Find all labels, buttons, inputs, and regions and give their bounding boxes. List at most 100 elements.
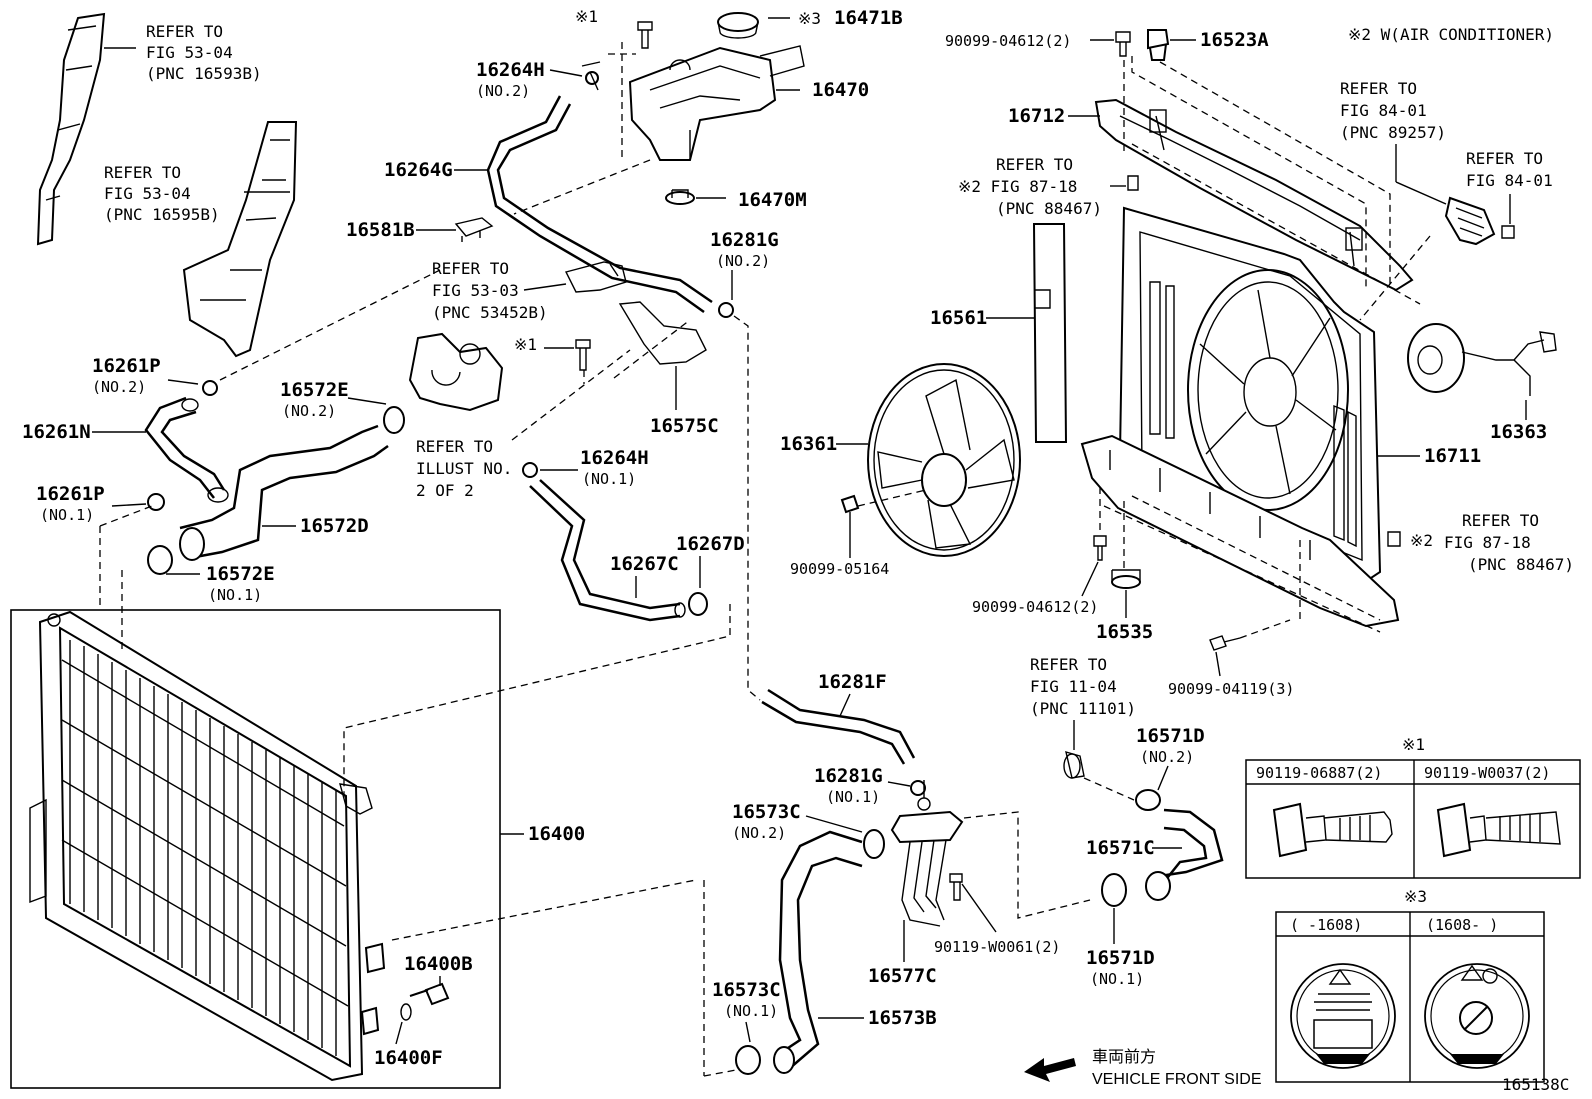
bolt-90119-W0037-drawing (1436, 802, 1561, 858)
bolt-table-col1: 90119-06887(2) (1256, 764, 1382, 782)
part-16572E-bot: 16572E (206, 563, 275, 585)
part-16264G: 16264G (384, 159, 453, 181)
part-16561: 16561 (930, 307, 987, 329)
reservoir-cap-16471B (717, 12, 759, 39)
bolt-90119-W0061 (949, 873, 963, 901)
clamp-16573C-no1 (735, 1045, 761, 1075)
part-16571D-bot: 16571D (1086, 947, 1155, 969)
ref-fig-53-04-a-line2: FIG 53-04 (146, 43, 233, 62)
part-16572D: 16572D (300, 515, 369, 537)
part-16571D-bot-no: (NO.1) (1090, 970, 1144, 988)
bracket-53452B (564, 261, 627, 293)
bolt-90099-04612-bot (1093, 535, 1107, 561)
clamp-16264H-no1 (522, 462, 538, 478)
ref-fig-84-01-a-line2: FIG 84-01 (1340, 101, 1427, 120)
ref-fig-11-04-pnc: (PNC 11101) (1030, 699, 1136, 718)
cap-table-title: ※3 (1404, 887, 1427, 906)
part-16264H-mid: 16264H (580, 447, 649, 469)
part-16470: 16470 (812, 79, 869, 101)
air-guide-plate-lower (182, 121, 298, 358)
ref-fig-87-18-b-line1: REFER TO (1462, 511, 1539, 530)
part-16711: 16711 (1424, 445, 1481, 467)
bolt-table-title: ※1 (1402, 735, 1425, 754)
bolt-table (1245, 759, 1581, 879)
part-90099-05164: 90099-05164 (790, 560, 889, 578)
clamp-16572E-no1 (147, 545, 173, 575)
part-16363: 16363 (1490, 421, 1547, 443)
support-bracket-16712 (1094, 98, 1414, 292)
seal-16561 (1032, 223, 1068, 443)
part-16471B: 16471B (834, 7, 903, 29)
ref-fig-84-01-a-pnc: (PNC 89257) (1340, 123, 1446, 142)
clip-88467-right (1387, 531, 1401, 547)
part-16281G-bot-no: (NO.1) (826, 788, 880, 806)
clip-16581B (454, 217, 494, 242)
water-pipe-16577C (890, 780, 964, 927)
part-16261P-top-no: (NO.2) (92, 378, 146, 396)
part-16571C: 16571C (1086, 837, 1155, 859)
part-16281G-top-no: (NO.2) (716, 252, 770, 270)
ref-fig-53-03-line2: FIG 53-03 (432, 281, 519, 300)
ref-fig-87-18-b-line2: FIG 87-18 (1444, 533, 1531, 552)
fan-motor-16363 (1407, 323, 1557, 396)
nut-90099-05164 (840, 494, 860, 514)
part-16400: 16400 (528, 823, 585, 845)
ref-fig-53-03-pnc: (PNC 53452B) (432, 303, 548, 322)
ref-fig-53-04-a-line1: REFER TO (146, 22, 223, 41)
cap-table-col1: ( -1608) (1290, 916, 1362, 934)
part-90119-W0061: 90119-W0061(2) (934, 938, 1060, 956)
hose-16267C (529, 479, 686, 622)
part-16573C-top: 16573C (732, 801, 801, 823)
ref-fig-84-01-b-line2: FIG 84-01 (1466, 171, 1553, 190)
part-16400F: 16400F (374, 1047, 443, 1069)
part-16712: 16712 (1008, 105, 1065, 127)
cap-new-drawing (1424, 963, 1530, 1069)
ref-fig-84-01-a-line1: REFER TO (1340, 79, 1417, 98)
part-16571D-top-no: (NO.2) (1140, 748, 1194, 766)
vehicle-front-label: VEHICLE FRONT SIDE (1092, 1071, 1262, 1088)
reservoir-tank-16470 (628, 45, 805, 161)
part-16575C: 16575C (650, 415, 719, 437)
part-16535: 16535 (1096, 621, 1153, 643)
ref-fig-11-04-line2: FIG 11-04 (1030, 677, 1117, 696)
part-16571D-top: 16571D (1136, 725, 1205, 747)
part-16267C: 16267C (610, 553, 679, 575)
hose-16571C (1145, 808, 1224, 901)
ref-fig-84-01-b-line1: REFER TO (1466, 149, 1543, 168)
part-16264H-top: 16264H (476, 59, 545, 81)
hose-16281F (761, 688, 916, 765)
ref-fig-87-18-a-line2: ※2 FIG 87-18 (958, 177, 1077, 196)
part-16572E-bot-no: (NO.1) (208, 586, 262, 604)
bolt-table-col2: 90119-W0037(2) (1424, 764, 1550, 782)
cap-table (1275, 911, 1545, 1083)
part-16261P-top: 16261P (92, 355, 161, 377)
shroud-16711 (1080, 206, 1400, 628)
ref-fig-53-03-line1: REFER TO (432, 259, 509, 278)
cap-table-col2: (1608- ) (1426, 916, 1498, 934)
note-air-conditioner: ※2 W(AIR CONDITIONER) (1348, 25, 1554, 44)
bolt-90099-04119 (1209, 635, 1241, 651)
ref-fig-53-04-b-pnc: (PNC 16595B) (104, 205, 220, 224)
part-16581B: 16581B (346, 219, 415, 241)
drain-cock-16400B (409, 982, 450, 1006)
vehicle-front-jp: 車両前方 (1092, 1047, 1156, 1066)
ref-illust-line1: REFER TO (416, 437, 493, 456)
clip-88467-top (1127, 175, 1139, 191)
part-16281F: 16281F (818, 671, 887, 693)
illustration-id: 165138C (1502, 1075, 1569, 1094)
bolt-90119-06887-drawing (1272, 802, 1393, 858)
clamp-16261P-no2 (202, 380, 218, 396)
clamp-16281G-no1 (910, 780, 926, 796)
part-90099-04612-bot: 90099-04612(2) (972, 598, 1098, 616)
mark-3-label: ※3 (798, 9, 821, 28)
part-16261P-bot: 16261P (36, 483, 105, 505)
hose-16573B (773, 830, 863, 1074)
bolt-84-01 (1501, 225, 1515, 239)
hose-16261N (144, 396, 229, 503)
clamp-16281G-no2 (718, 302, 734, 318)
ref-fig-53-04-b-line2: FIG 53-04 (104, 184, 191, 203)
hose-16264G (486, 95, 713, 314)
grommet-16470M (665, 189, 695, 205)
part-16264H-top-no: (NO.2) (476, 82, 530, 100)
